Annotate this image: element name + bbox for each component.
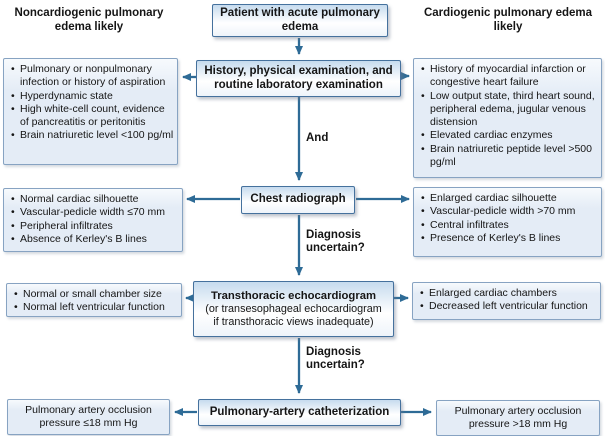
bullet-item: Absence of Kerley's B lines (11, 233, 179, 247)
catheterization-label: Pulmonary-artery catheterization (209, 405, 390, 418)
cardiogenic-echo-box: Enlarged cardiac chambersDecreased left … (412, 282, 601, 320)
history-box: History, physical examination, and routi… (196, 60, 401, 97)
cardiogenic-exam-list: History of myocardial infarction or cong… (421, 63, 598, 169)
noncardiogenic-header: Noncardiogenic pulmonary edema likely (14, 7, 164, 33)
history-box-label: History, physical examination, and routi… (204, 64, 393, 91)
cardiogenic-radiograph-list: Enlarged cardiac silhouetteVascular-pedi… (421, 192, 598, 245)
cardiogenic-exam-box: History of myocardial infarction or cong… (413, 58, 602, 178)
noncardiogenic-radiograph-box: Normal cardiac silhouetteVascular-pedicl… (3, 188, 183, 252)
bullet-item: Normal or small chamber size (14, 288, 178, 302)
noncardiogenic-pressure-label: Pulmonary artery occlusion pressure ≤18 … (25, 403, 152, 429)
bullet-item: History of myocardial infarction or cong… (421, 63, 598, 90)
noncardiogenic-radiograph-list: Normal cardiac silhouetteVascular-pedicl… (11, 193, 179, 246)
bullet-item: Vascular-pedicle width ≤70 mm (11, 206, 179, 220)
and-label: And (306, 132, 329, 144)
bullet-item: Decreased left ventricular function (420, 300, 597, 314)
noncardiogenic-exam-box: Pulmonary or nonpulmonary infection or h… (3, 58, 178, 165)
bullet-item: Enlarged cardiac chambers (420, 287, 597, 301)
bullet-item: Brain natriuretic peptide level >500 pg/… (421, 143, 598, 170)
patient-box: Patient with acute pulmonary edema (212, 4, 388, 37)
echocardiogram-note-line1: (or transesophageal echocardiogram (205, 302, 382, 315)
cardiogenic-radiograph-box: Enlarged cardiac silhouetteVascular-pedi… (413, 187, 602, 257)
noncardiogenic-echo-list: Normal or small chamber sizeNormal left … (14, 288, 178, 315)
bullet-item: Vascular-pedicle width >70 mm (421, 205, 598, 219)
bullet-item: Normal cardiac silhouette (11, 193, 179, 207)
echocardiogram-title: Transthoracic echocardiogram (210, 289, 377, 302)
bullet-item: High white-cell count, evidence of pancr… (11, 103, 174, 130)
diagnosis-uncertain-label-2: Diagnosis uncertain? (306, 346, 365, 371)
chest-radiograph-label: Chest radiograph (250, 193, 346, 206)
bullet-item: Brain natriuretic level <100 pg/ml (11, 129, 174, 143)
bullet-item: Peripheral infiltrates (11, 220, 179, 234)
bullet-item: Normal left ventricular function (14, 301, 178, 315)
chest-radiograph-box: Chest radiograph (241, 186, 355, 214)
catheterization-box: Pulmonary-artery catheterization (198, 399, 401, 426)
bullet-item: Elevated cardiac enzymes (421, 129, 598, 143)
echocardiogram-box: Transthoracic echocardiogram (or transes… (193, 281, 394, 337)
bullet-item: Enlarged cardiac silhouette (421, 192, 598, 206)
cardiogenic-header: Cardiogenic pulmonary edema likely (423, 7, 593, 33)
bullet-item: Pulmonary or nonpulmonary infection or h… (11, 63, 174, 90)
bullet-item: Central infiltrates (421, 219, 598, 233)
echocardiogram-note-line2: if transthoracic views inadequate) (213, 315, 374, 328)
noncardiogenic-exam-list: Pulmonary or nonpulmonary infection or h… (11, 63, 174, 143)
diagnosis-uncertain-label-1: Diagnosis uncertain? (306, 229, 365, 254)
bullet-item: Presence of Kerley's B lines (421, 232, 598, 246)
noncardiogenic-pressure-box: Pulmonary artery occlusion pressure ≤18 … (7, 399, 170, 435)
patient-box-label: Patient with acute pulmonary edema (220, 6, 380, 33)
cardiogenic-pressure-label: Pulmonary artery occlusion pressure >18 … (454, 404, 582, 430)
cardiogenic-echo-list: Enlarged cardiac chambersDecreased left … (420, 287, 597, 314)
bullet-item: Low output state, third heart sound, per… (421, 90, 598, 130)
noncardiogenic-echo-box: Normal or small chamber sizeNormal left … (6, 283, 182, 317)
bullet-item: Hyperdynamic state (11, 90, 174, 104)
cardiogenic-pressure-box: Pulmonary artery occlusion pressure >18 … (436, 400, 600, 436)
